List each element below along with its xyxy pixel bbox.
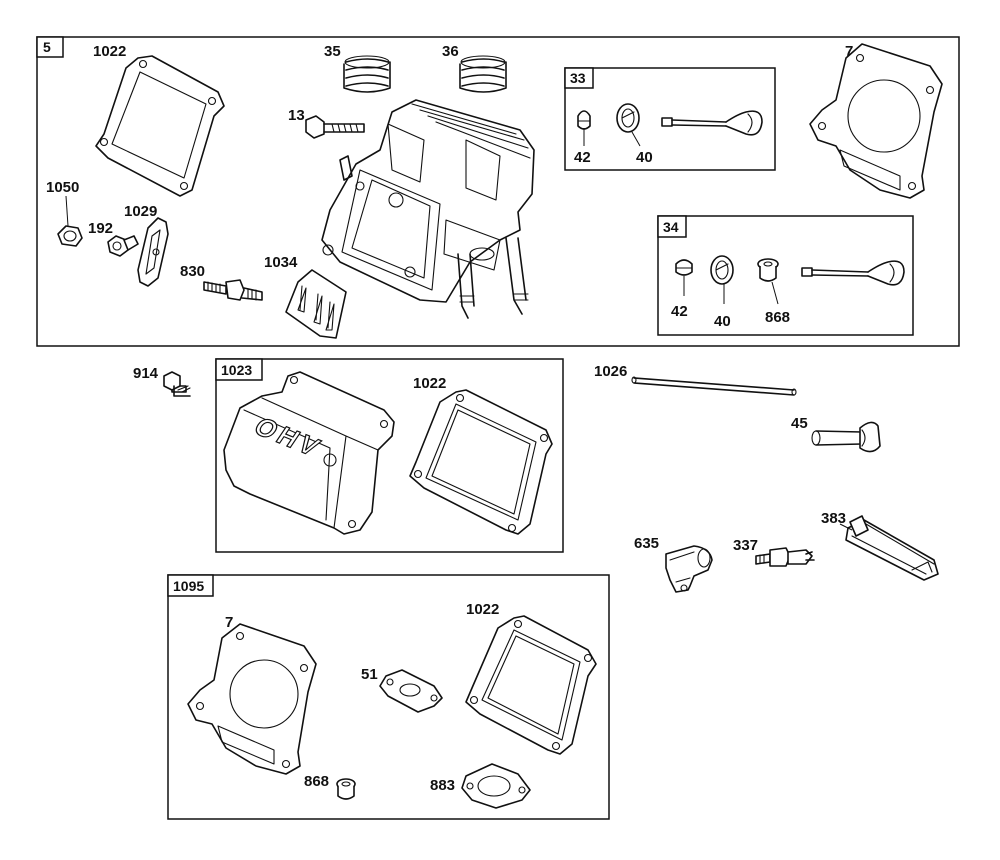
group-1023-box bbox=[215, 358, 564, 553]
part-883-gasket[interactable] bbox=[461, 763, 531, 809]
label-7-top: 7 bbox=[845, 43, 853, 60]
label-51: 51 bbox=[361, 666, 378, 683]
part-34-valve[interactable] bbox=[801, 260, 905, 286]
label-1026: 1026 bbox=[594, 363, 627, 380]
label-1022-bottom: 1022 bbox=[466, 601, 499, 618]
group-1095-box bbox=[167, 574, 610, 820]
group-33-box bbox=[564, 67, 776, 171]
group-1095-tag bbox=[167, 574, 214, 597]
part-cylinder-head bbox=[321, 99, 535, 319]
part-33-valve[interactable] bbox=[661, 110, 763, 136]
part-rocker-cover-ohv[interactable]: OHV bbox=[223, 371, 395, 535]
part-1022-gasket-middle[interactable] bbox=[409, 389, 553, 535]
label-635: 635 bbox=[634, 535, 659, 552]
part-1022-gasket-top[interactable] bbox=[95, 55, 225, 197]
label-383: 383 bbox=[821, 510, 846, 527]
label-868-34: 868 bbox=[765, 309, 790, 326]
part-42-valve-keeper-34[interactable] bbox=[675, 259, 693, 296]
part-36-valve-spring[interactable] bbox=[459, 55, 507, 93]
part-35-valve-spring[interactable] bbox=[343, 55, 391, 93]
group-34-label: 34 bbox=[663, 219, 679, 235]
part-1034-push-rod-guide[interactable] bbox=[285, 269, 347, 339]
label-883: 883 bbox=[430, 777, 455, 794]
part-868-valve-seal-34[interactable] bbox=[757, 258, 779, 305]
group-1023-tag bbox=[215, 358, 263, 381]
part-914-bolt[interactable] bbox=[163, 371, 191, 397]
part-1022-gasket-bottom[interactable] bbox=[465, 615, 597, 755]
label-1029: 1029 bbox=[124, 203, 157, 220]
label-914: 914 bbox=[133, 365, 159, 382]
label-36: 36 bbox=[442, 43, 459, 60]
part-40-valve-retainer-33[interactable] bbox=[616, 103, 641, 147]
part-830-rocker-stud[interactable] bbox=[203, 279, 263, 301]
group-1023-label: 1023 bbox=[221, 362, 252, 378]
label-192: 192 bbox=[88, 220, 113, 237]
group-5-label: 5 bbox=[43, 39, 51, 55]
group-33-tag bbox=[564, 67, 594, 89]
label-830: 830 bbox=[180, 263, 205, 280]
group-34-box bbox=[657, 215, 914, 336]
part-192-adjusting-nut[interactable] bbox=[107, 235, 139, 257]
label-1022-top: 1022 bbox=[93, 43, 126, 60]
part-45-tappet[interactable] bbox=[811, 421, 881, 453]
label-42-34: 42 bbox=[671, 303, 688, 320]
part-635-spark-plug-boot[interactable] bbox=[665, 545, 713, 593]
label-337: 337 bbox=[733, 537, 758, 554]
group-34-tag bbox=[657, 215, 687, 238]
part-337-spark-plug[interactable] bbox=[755, 547, 815, 567]
part-1026-push-rod[interactable] bbox=[631, 376, 797, 396]
group-5-box bbox=[36, 36, 960, 347]
part-42-valve-keeper-33[interactable] bbox=[577, 110, 591, 146]
label-40-33: 40 bbox=[636, 149, 653, 166]
label-868-bottom: 868 bbox=[304, 773, 329, 790]
part-383-breather[interactable] bbox=[839, 515, 939, 581]
label-1034: 1034 bbox=[264, 254, 298, 271]
part-7-head-gasket-bottom[interactable] bbox=[187, 623, 317, 775]
label-42-33: 42 bbox=[574, 149, 591, 166]
part-13-bolt[interactable] bbox=[305, 115, 365, 139]
label-45: 45 bbox=[791, 415, 808, 432]
part-1029-rocker-arm[interactable] bbox=[137, 217, 169, 287]
label-7-bottom: 7 bbox=[225, 614, 233, 631]
part-40-valve-retainer-34[interactable] bbox=[710, 255, 734, 304]
part-868-valve-seal-bottom[interactable] bbox=[336, 778, 356, 800]
group-33-label: 33 bbox=[570, 70, 586, 86]
group-5-tag bbox=[36, 36, 64, 58]
label-35: 35 bbox=[324, 43, 341, 60]
label-1050: 1050 bbox=[46, 179, 79, 196]
group-1095-label: 1095 bbox=[173, 578, 204, 594]
part-7-head-gasket-top[interactable] bbox=[809, 43, 943, 199]
part-51-gasket[interactable] bbox=[379, 669, 443, 713]
part-1050-nut[interactable] bbox=[57, 195, 83, 247]
label-13: 13 bbox=[288, 107, 305, 124]
label-40-34: 40 bbox=[714, 313, 731, 330]
label-1022-middle: 1022 bbox=[413, 375, 446, 392]
